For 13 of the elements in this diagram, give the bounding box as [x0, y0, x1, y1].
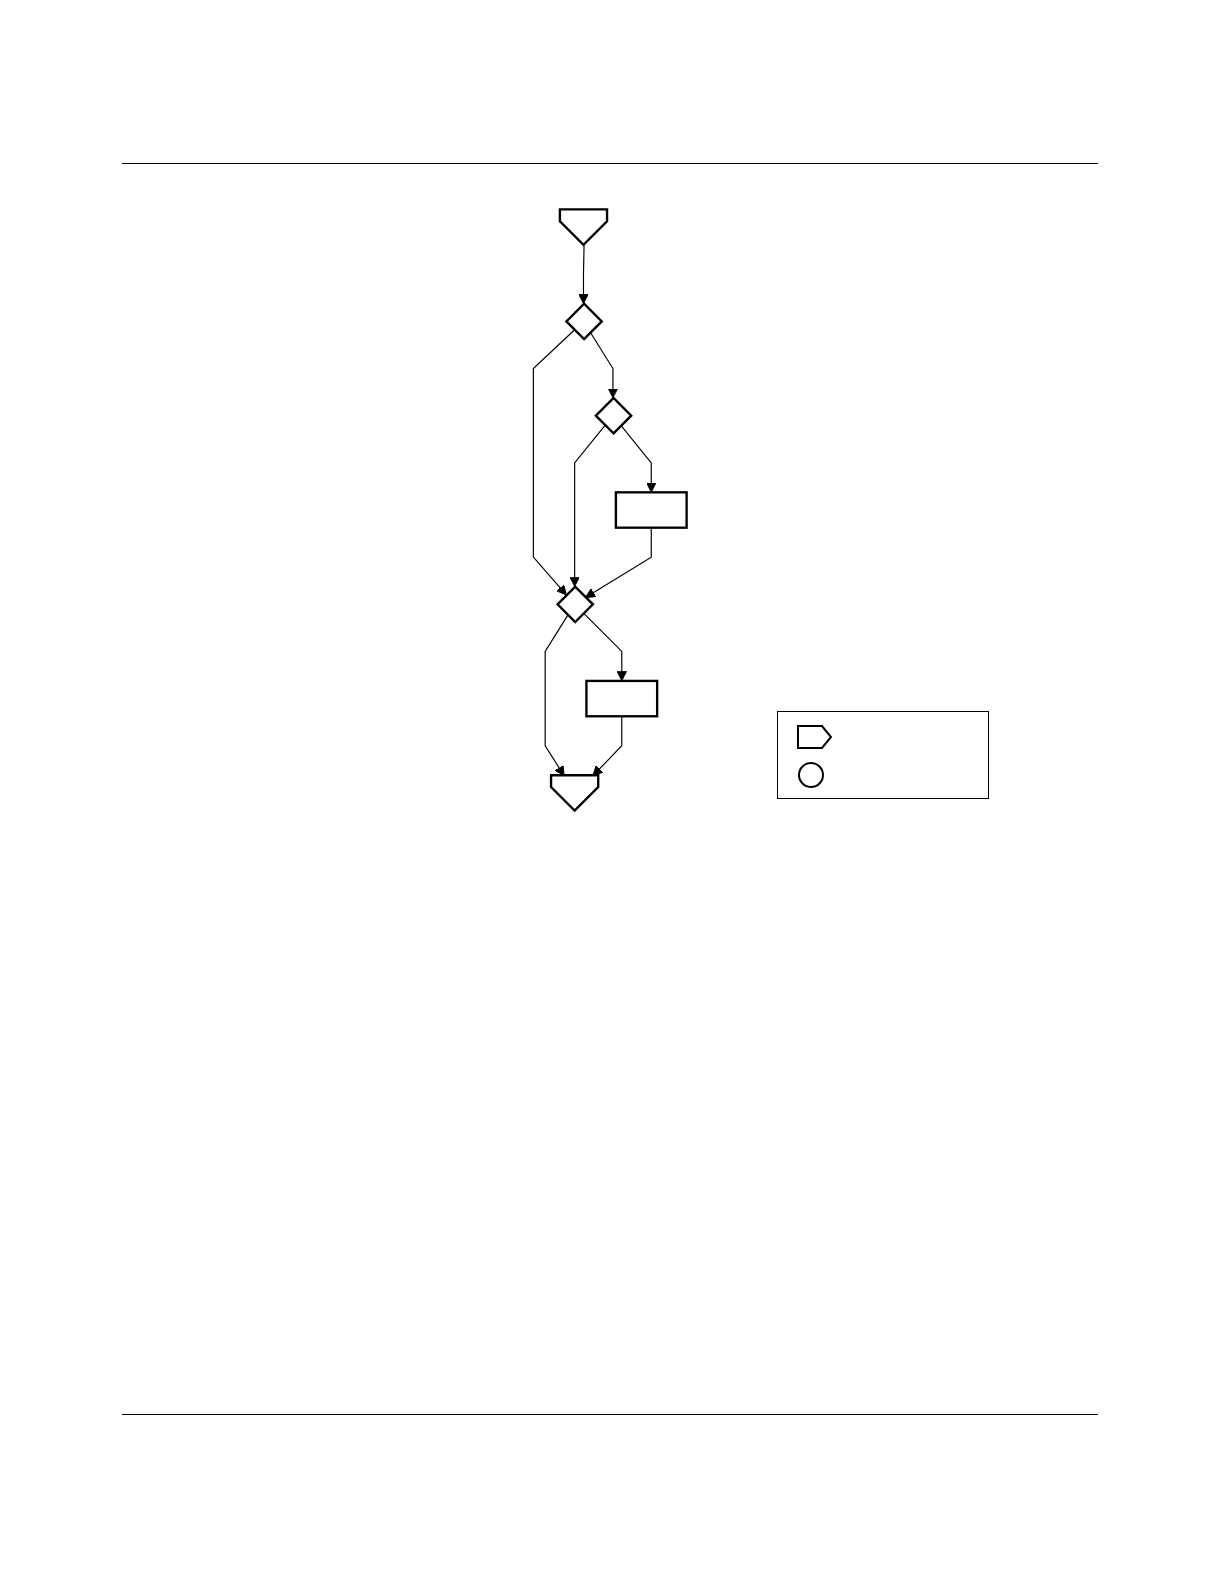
node-pentagon [549, 774, 600, 813]
arrow [589, 331, 619, 399]
arrow [620, 424, 657, 493]
node-box [614, 491, 688, 529]
node-diamond [555, 584, 595, 624]
arrow [578, 244, 589, 305]
arrow [585, 527, 652, 599]
node-diamond [594, 396, 633, 436]
node-pentagon [558, 208, 609, 247]
node-box [585, 679, 659, 718]
arrow [569, 424, 606, 588]
node-diamond [564, 302, 604, 341]
arrow [532, 329, 575, 596]
